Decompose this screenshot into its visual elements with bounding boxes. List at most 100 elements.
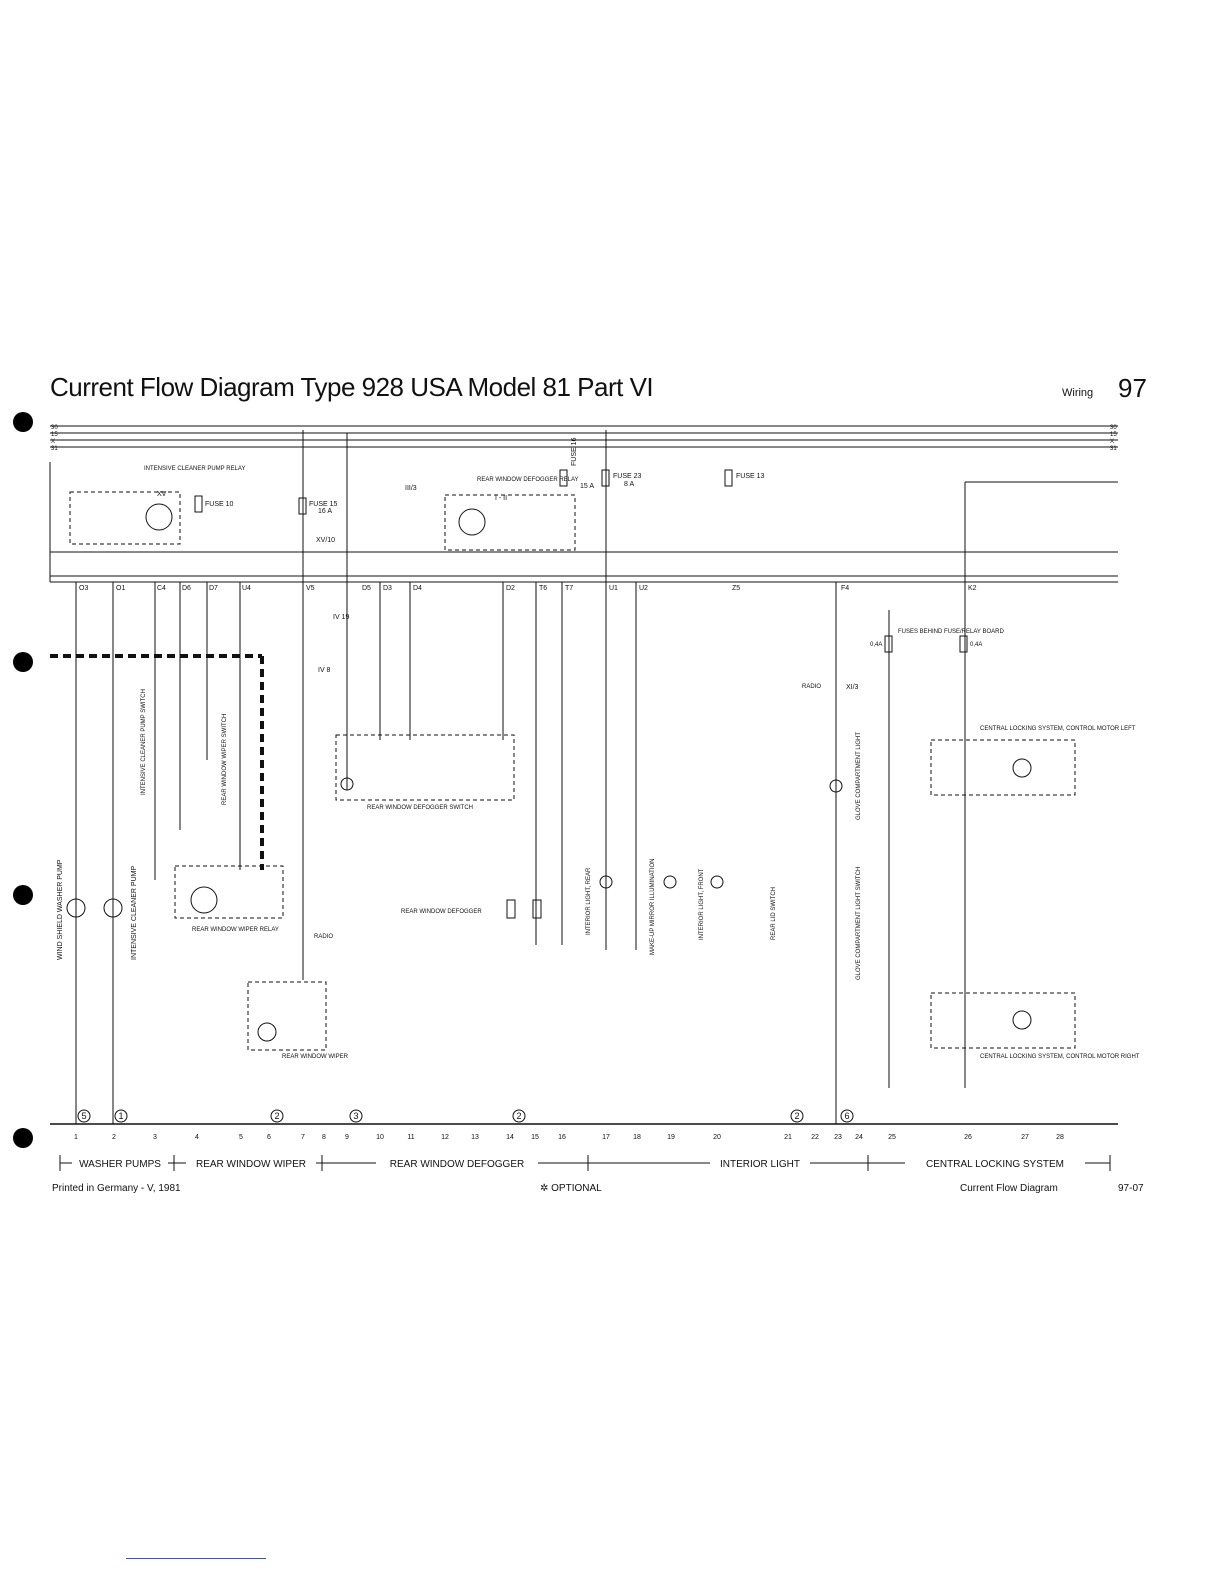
track-number: 8 [322, 1134, 326, 1141]
bus-label: X [51, 439, 55, 445]
track-number: 18 [633, 1134, 641, 1141]
component-label: MAKE-UP MIRROR ILLUMINATION [650, 859, 656, 955]
wire-tag: U1 [609, 585, 618, 592]
wire-tag: F4 [841, 585, 849, 592]
component-label: REAR WINDOW DEFOGGER SWITCH [367, 805, 473, 811]
track-number: 27 [1021, 1134, 1029, 1141]
wire-tag: O3 [79, 585, 88, 592]
wire-tag: D4 [413, 585, 422, 592]
fuse-rating: 16 A [318, 508, 332, 515]
section-label: REAR WINDOW WIPER [196, 1159, 306, 1170]
component-label: REAR LID SWITCH [771, 887, 777, 940]
track-number: 2 [112, 1134, 116, 1141]
fuse-label: FUSE 23 [613, 473, 642, 480]
bus-label: 30 [1110, 425, 1117, 431]
bus-label: 15 [1110, 432, 1117, 438]
track-number: 11 [407, 1134, 414, 1141]
ground-point: 3 [353, 1111, 358, 1121]
section-label: CENTRAL LOCKING SYSTEM [926, 1159, 1064, 1170]
track-number: 25 [888, 1134, 896, 1141]
punch-hole [13, 885, 33, 905]
fuse-label: FUSE 10 [205, 501, 234, 508]
relay-code: XV [157, 491, 167, 498]
relay-ref: III/3 [405, 485, 417, 492]
relay-label: REAR WINDOW WIPER RELAY [192, 927, 279, 933]
wire-tag: D6 [182, 585, 191, 592]
component-label: FUSES BEHIND FUSE/RELAY BOARD [898, 629, 1004, 635]
track-number: 15 [531, 1134, 539, 1141]
wire-tag: Z5 [732, 585, 740, 592]
component-label: RADIO [314, 934, 333, 940]
punch-hole [13, 412, 33, 432]
ground-point: 2 [794, 1111, 799, 1121]
wire-tag: U2 [639, 585, 648, 592]
divider [126, 1558, 266, 1559]
wire-tag: T7 [565, 585, 573, 592]
track-number: 7 [301, 1134, 305, 1141]
section-label: Wiring [1062, 387, 1094, 399]
track-number: 4 [195, 1134, 199, 1141]
ref-tag: XV/10 [316, 537, 335, 544]
wire-tag: K2 [968, 585, 977, 592]
ref-tag: IV 19 [333, 614, 349, 621]
track-number: 5 [239, 1134, 243, 1141]
punch-hole [13, 652, 33, 672]
component-label: RADIO [802, 684, 821, 690]
fuse-label: FUSE 15 [309, 501, 338, 508]
wire-tag: T6 [539, 585, 547, 592]
component-label: INTERIOR LIGHT, FRONT [699, 868, 705, 940]
page-title: Current Flow Diagram Type 928 USA Model … [50, 372, 654, 402]
track-number: 20 [713, 1134, 721, 1141]
bus-label: 31 [51, 446, 58, 452]
ground-point: 2 [516, 1111, 521, 1121]
fuse-label: FUSE 13 [736, 473, 765, 480]
component-label: REAR WINDOW DEFOGGER [401, 909, 482, 915]
track-number: 24 [855, 1134, 863, 1141]
ground-point: 1 [118, 1111, 123, 1121]
wire-tag: U4 [242, 585, 251, 592]
section-label: WASHER PUMPS [79, 1159, 161, 1170]
bus-label: 30 [51, 425, 58, 431]
section-label: REAR WINDOW DEFOGGER [390, 1159, 524, 1170]
ground-point: 6 [844, 1111, 849, 1121]
track-number: 19 [667, 1134, 675, 1141]
track-number: 6 [267, 1134, 271, 1141]
footer-optional: ✲ OPTIONAL [540, 1183, 602, 1194]
track-number: 16 [558, 1134, 566, 1141]
relay-code: I - II [495, 495, 507, 502]
track-number: 22 [811, 1134, 819, 1141]
page-number: 97 [1118, 373, 1147, 403]
track-number: 3 [153, 1134, 157, 1141]
component-label: INTENSIVE CLEANER PUMP [131, 866, 138, 960]
component-label: REAR WINDOW WIPER [282, 1054, 349, 1060]
ground-point: 5 [81, 1111, 86, 1121]
track-number: 1 [74, 1134, 78, 1141]
track-number: 17 [602, 1134, 610, 1141]
section-label: INTERIOR LIGHT [720, 1159, 800, 1170]
wire-tag: D5 [362, 585, 371, 592]
footer-doc-code: 97-07 [1118, 1183, 1144, 1194]
ref-tag: IV 8 [318, 667, 331, 674]
component-label: GLOVE COMPARTMENT LIGHT [856, 732, 862, 820]
fuse-label: FUSE 16 [571, 437, 578, 466]
component-label: CENTRAL LOCKING SYSTEM, CONTROL MOTOR RI… [980, 1054, 1140, 1060]
track-number: 26 [964, 1134, 972, 1141]
wire-tag: D7 [209, 585, 218, 592]
ref-tag: XI/3 [846, 684, 859, 691]
relay-label: INTENSIVE CLEANER PUMP RELAY [144, 466, 245, 472]
track-number: 14 [506, 1134, 514, 1141]
component-label: CENTRAL LOCKING SYSTEM, CONTROL MOTOR LE… [980, 726, 1136, 732]
footer-doc-name: Current Flow Diagram [960, 1183, 1058, 1194]
fuse-rating: 0,4A [970, 642, 982, 648]
track-number: 9 [345, 1134, 349, 1141]
bus-label: 31 [1110, 446, 1117, 452]
relay-label: REAR WINDOW DEFOGGER RELAY [477, 477, 579, 483]
track-number: 21 [784, 1134, 792, 1141]
punch-hole [13, 1128, 33, 1148]
wire-tag: V5 [306, 585, 315, 592]
fuse-rating: 0,4A [870, 642, 882, 648]
wire-tag: D2 [506, 585, 515, 592]
component-label: INTENSIVE CLEANER PUMP SWITCH [141, 689, 147, 795]
track-number: 23 [834, 1134, 842, 1141]
